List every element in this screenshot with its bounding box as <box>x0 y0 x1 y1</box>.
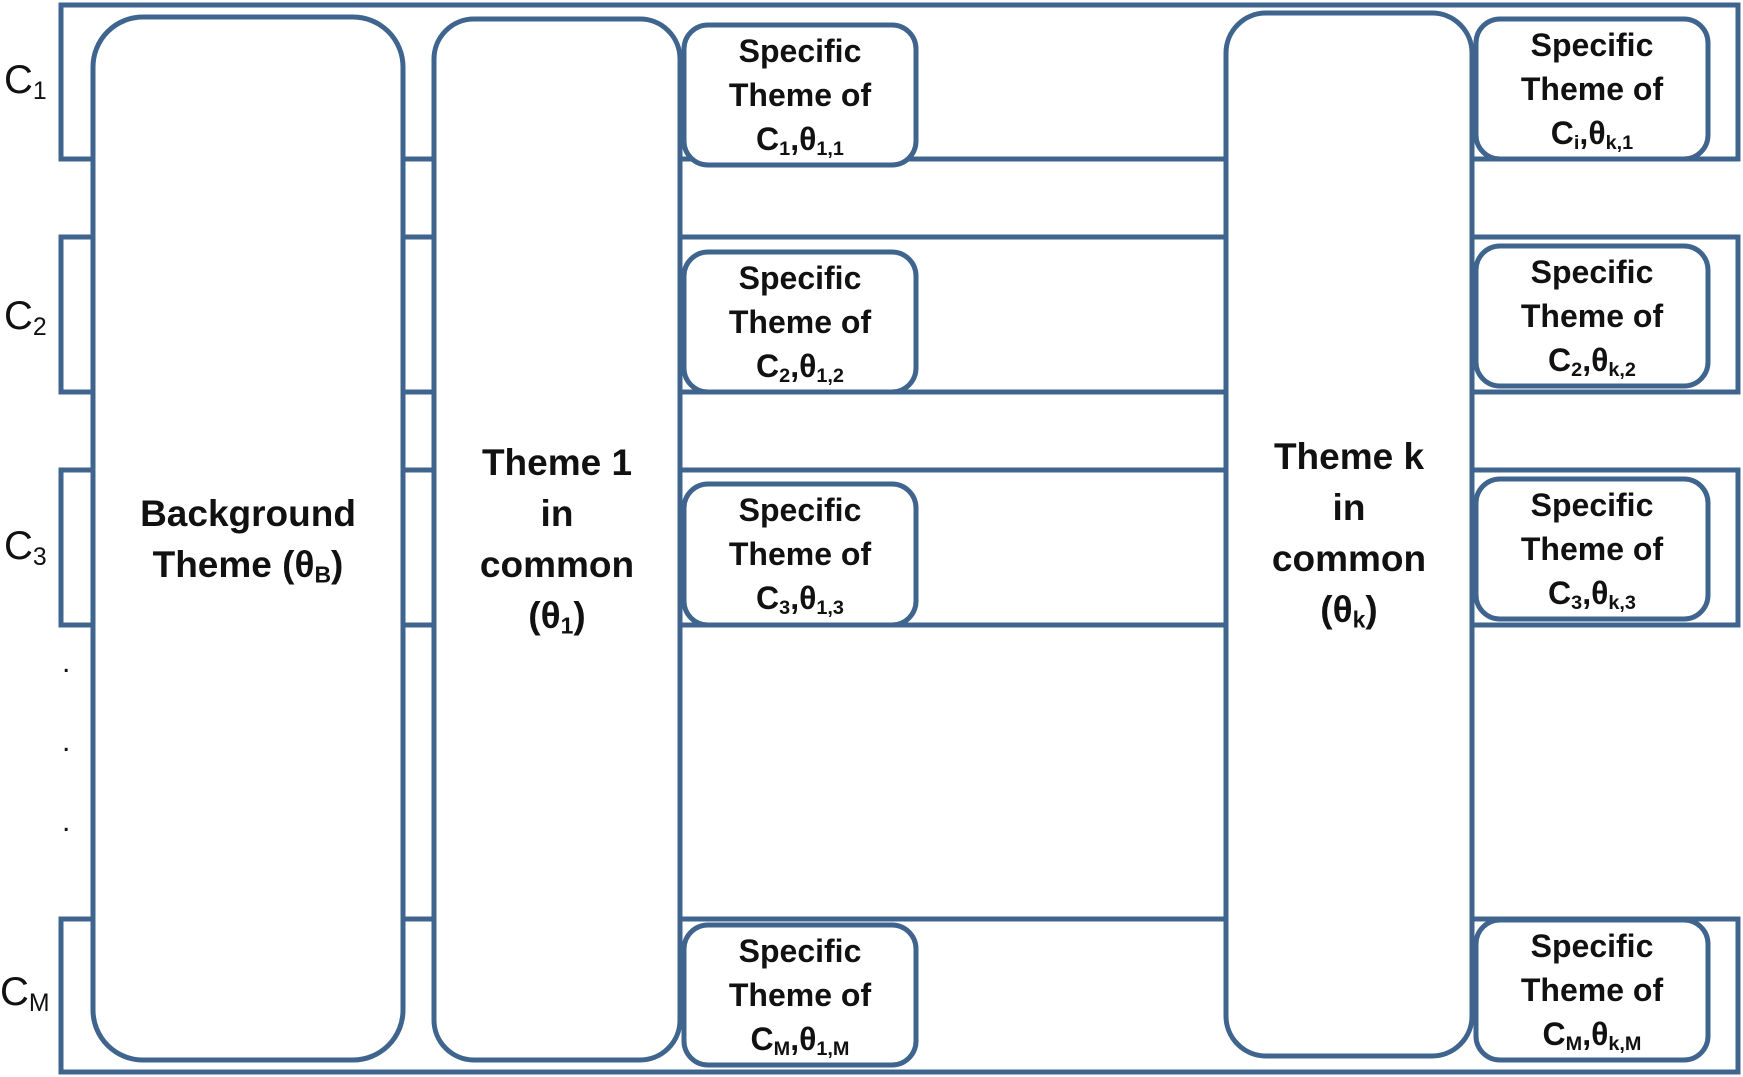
specific-theme-label: Specific Theme of CM,θ1,M <box>728 933 872 1060</box>
ellipsis-dot: . <box>62 725 71 758</box>
specific-theme-label: Specific Theme of C2,θ1,2 <box>728 260 872 387</box>
specific-theme-label: Specific Theme of C3,θk,3 <box>1520 487 1664 614</box>
row-label-cm: CM <box>0 970 50 1018</box>
theme1-label: Theme 1 in common (θ1) <box>479 442 635 639</box>
specific-box-cm-theta1 <box>681 922 919 1068</box>
specific-theme-label: Specific Theme of C1,θ1,1 <box>728 33 872 160</box>
specific-box-cm-thetak <box>1473 917 1711 1063</box>
row-label-c3: C3 <box>4 524 47 572</box>
specific-theme-label: Specific Theme of C3,θ1,3 <box>728 492 872 619</box>
theme1-common-box <box>431 16 683 1063</box>
themek-common-box <box>1223 10 1475 1059</box>
ellipsis-dot: . <box>62 646 71 679</box>
specific-theme-label: Specific Theme of CM,θk,M <box>1520 928 1664 1055</box>
specific-box-c2-theta1 <box>681 249 919 395</box>
specific-box-c3-thetak <box>1473 476 1711 622</box>
specific-theme-label: Specific Theme of Ci,θk,1 <box>1520 27 1664 154</box>
specific-box-c1-theta1 <box>681 22 919 168</box>
specific-box-c1-thetak <box>1473 16 1711 162</box>
specific-theme-label: Specific Theme of C2,θk,2 <box>1520 254 1664 381</box>
themek-label: Theme k in common (θk) <box>1271 436 1427 633</box>
background-theme-box <box>90 14 406 1063</box>
ellipsis-dot: . <box>62 805 71 838</box>
row-label-c1: C1 <box>4 58 47 106</box>
specific-box-c3-theta1 <box>681 481 919 628</box>
row-label-c2: C2 <box>4 294 47 342</box>
specific-box-c2-thetak <box>1473 243 1711 389</box>
background-theme-label: Background Theme (θB) <box>140 493 356 588</box>
